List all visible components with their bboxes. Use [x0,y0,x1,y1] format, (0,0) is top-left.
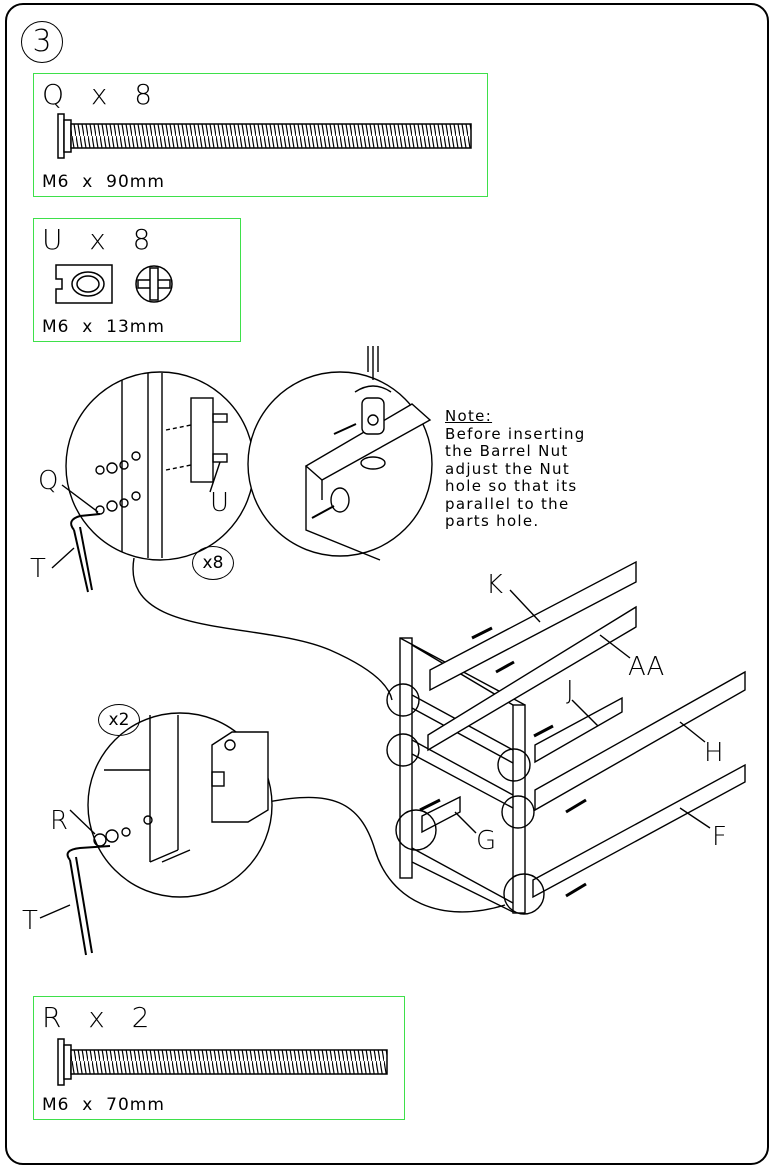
note-line: parallel to the [445,494,570,513]
part-box-u: U x 8 M6 x 13mm [33,218,241,342]
callout-u: U [210,488,230,518]
bolt-icon [57,1038,388,1086]
qty-x8: x8 [192,546,234,580]
part-u-code: U x 8 [42,223,154,256]
note-line: hole so that its [445,477,578,495]
part-q-size: M6 x 90mm [42,172,165,192]
qty-x2: x2 [98,704,140,736]
bolt-icon [57,113,472,159]
callout-k: K [486,570,504,600]
part-box-r: R x 2 M6 x 70mm [33,996,405,1120]
note-title: Note: [445,407,493,425]
part-r-code: R x 2 [42,1001,153,1034]
part-u-size: M6 x 13mm [42,317,165,337]
callout-f: F [712,822,727,852]
part-box-q: Q x 8 M6 x 90mm [33,73,488,197]
barrel-nut-icon [55,264,173,304]
callout-h: H [704,738,724,768]
callout-g: G [476,826,497,856]
callout-r: R [50,806,69,836]
note-line: the Barrel Nut [445,442,569,460]
callout-t-top: T [30,554,46,584]
part-q-code: Q x 8 [42,78,156,111]
callout-j: J [566,676,574,706]
assembly-note: Note: Before inserting the Barrel Nut ad… [445,407,586,531]
callout-q: Q [38,466,59,496]
step-number: 3 [21,21,63,63]
note-line: adjust the Nut [445,459,571,478]
part-r-size: M6 x 70mm [42,1095,165,1115]
note-line: Before inserting [445,424,586,443]
page-frame [5,3,769,1165]
callout-t-bottom: T [22,906,38,936]
callout-aa: AA [628,652,665,682]
note-line: parts hole. [445,512,540,530]
